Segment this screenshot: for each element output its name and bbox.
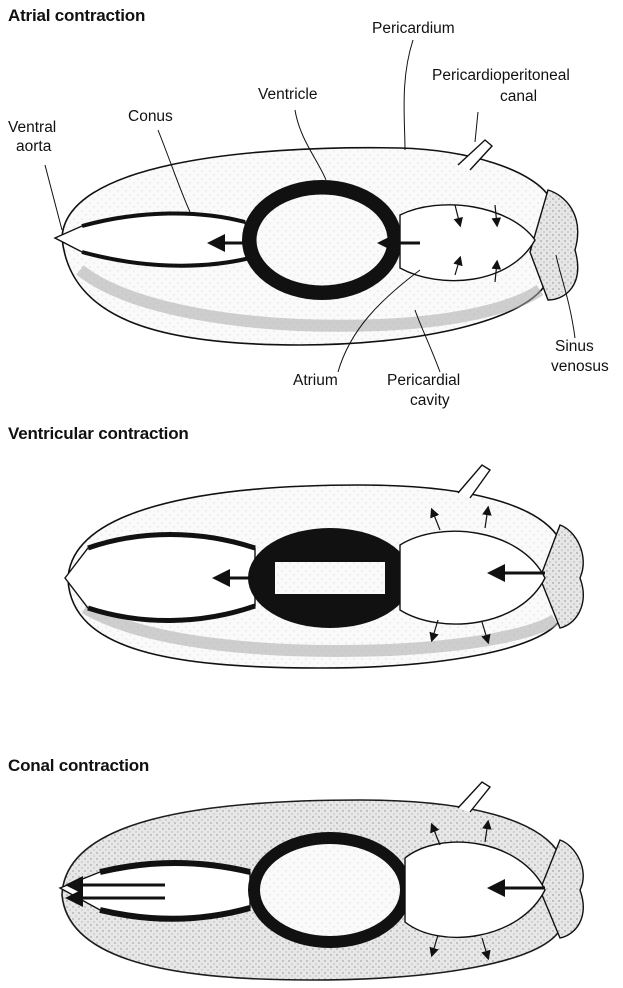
panel-conal: [60, 782, 583, 980]
label-sinus-venosus-2: venosus: [551, 358, 609, 376]
label-pericardial-cavity-1: Pericardial: [387, 372, 460, 390]
label-sinus-venosus-1: Sinus: [555, 338, 594, 356]
label-ventral-aorta-1: Ventral: [8, 119, 56, 137]
label-atrium: Atrium: [293, 372, 338, 390]
label-ventral-aorta-2: aorta: [16, 138, 51, 156]
label-conus: Conus: [128, 108, 173, 126]
label-pericardium: Pericardium: [372, 20, 455, 38]
panel-ventricular: [65, 465, 583, 668]
label-ventricle: Ventricle: [258, 86, 317, 104]
label-pericardioperitoneal-2: canal: [500, 88, 537, 106]
label-pericardioperitoneal-1: Pericardioperitoneal: [432, 67, 570, 85]
panel-title-conal: Conal contraction: [8, 756, 149, 776]
panel-title-atrial: Atrial contraction: [8, 6, 145, 26]
label-pericardial-cavity-2: cavity: [410, 392, 450, 410]
panel-title-ventricular: Ventricular contraction: [8, 424, 189, 444]
